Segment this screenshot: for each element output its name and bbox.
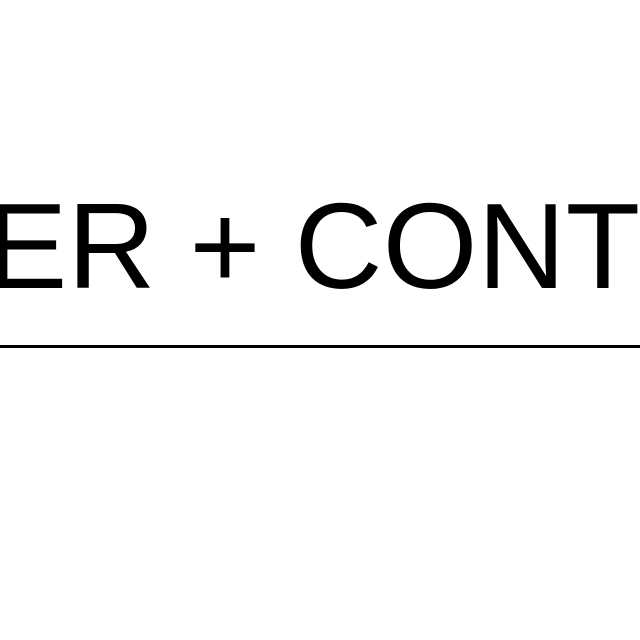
heading-text: ER + CONT [0, 178, 640, 314]
horizontal-divider [0, 345, 640, 348]
